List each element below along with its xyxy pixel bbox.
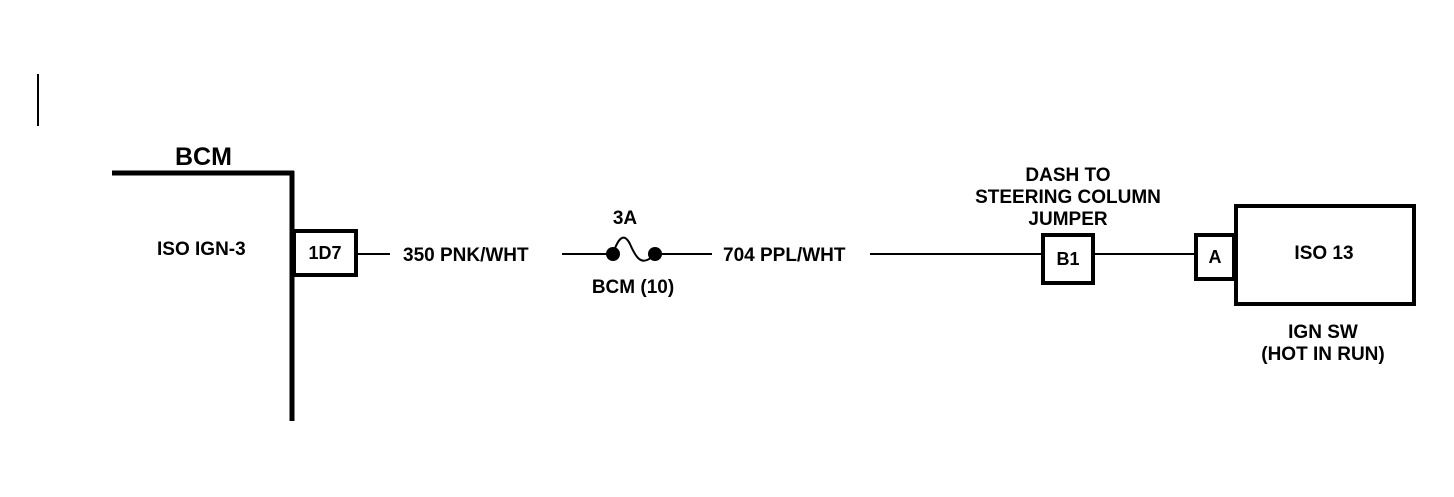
fuse-name: BCM (10) — [592, 277, 674, 298]
connector-1d7: 1D7 — [292, 229, 358, 277]
jumper-label-line1: DASH TO — [1025, 165, 1110, 186]
fuse-rating: 3A — [613, 208, 638, 229]
ignition-switch: A ISO 13 IGN SW (HOT IN RUN) — [1194, 204, 1416, 365]
jumper-label-line3: JUMPER — [1028, 209, 1107, 230]
connector-a-label: A — [1209, 247, 1222, 267]
ignition-switch-name-line2: (HOT IN RUN) — [1261, 344, 1384, 365]
ignition-switch-box-label: ISO 13 — [1294, 243, 1353, 264]
connector-b1-label: B1 — [1056, 249, 1079, 269]
wire-704-label: 704 PPL/WHT — [723, 245, 846, 266]
wire-350: 350 PNK/WHT — [356, 245, 613, 266]
wire-704: 704 PPL/WHT — [655, 245, 1043, 266]
ignition-switch-name-line1: IGN SW — [1288, 322, 1358, 343]
bcm-title: BCM — [175, 143, 232, 171]
bcm-module: BCM ISO IGN-3 — [112, 143, 295, 421]
bcm-pin-label: ISO IGN-3 — [157, 239, 246, 260]
jumper-label-line2: STEERING COLUMN — [975, 187, 1161, 208]
wire-350-label: 350 PNK/WHT — [403, 245, 529, 266]
connector-1d7-label: 1D7 — [308, 243, 341, 263]
connector-b1: DASH TO STEERING COLUMN JUMPER B1 — [975, 165, 1196, 285]
